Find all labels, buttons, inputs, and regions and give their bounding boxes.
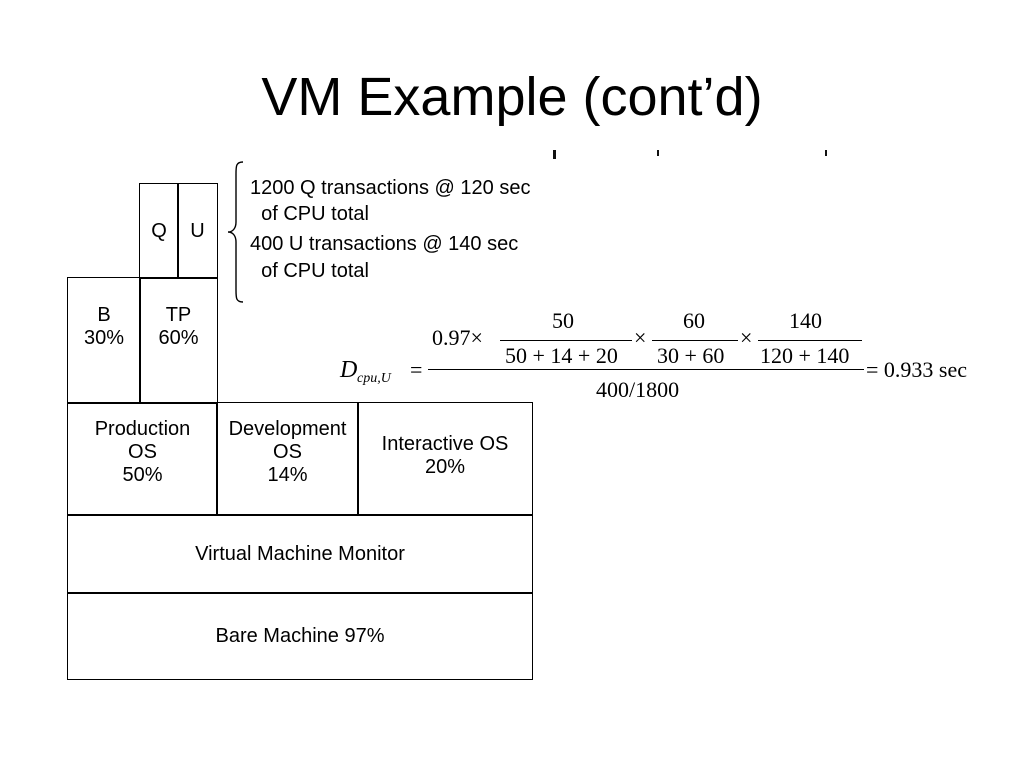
clipped-text-fragment xyxy=(657,150,659,156)
formula-equals: = xyxy=(410,357,423,382)
formula-times-1: × xyxy=(634,325,647,350)
annotation-u-line: 400 U transactions @ 140 sec xyxy=(250,233,519,255)
clipped-text-fragment xyxy=(825,150,827,156)
fraction1-denominator: 50 + 14 + 20 xyxy=(505,343,618,368)
formula-coefficient: 0.97× xyxy=(432,325,483,350)
fraction3-bar xyxy=(758,340,862,341)
fraction2-denominator: 30 + 60 xyxy=(657,343,725,368)
vmm-label: Virtual Machine Monitor xyxy=(195,542,405,565)
development-os-box: Development OS 14% xyxy=(216,402,359,516)
production-label: Production xyxy=(94,418,191,440)
annotation-u-cpu: of CPU total xyxy=(250,260,369,282)
tp-label: TP xyxy=(165,304,192,326)
fraction3-denominator: 120 + 140 xyxy=(760,343,850,368)
production-percent: 50% xyxy=(122,464,163,486)
production-os-label: OS xyxy=(128,441,157,463)
development-percent: 14% xyxy=(267,464,308,486)
main-denominator: 400/1800 xyxy=(596,377,680,402)
interactive-os-box: Interactive OS 20% xyxy=(357,402,533,516)
fraction1-bar xyxy=(500,340,632,341)
fraction2-bar xyxy=(652,340,738,341)
formula-subscript: cpu,U xyxy=(357,371,391,386)
clipped-text-fragment xyxy=(553,150,556,159)
b-box: B 30% xyxy=(67,277,141,404)
tp-box: TP 60% xyxy=(139,277,218,404)
curly-brace-icon xyxy=(227,161,244,303)
q-box: Q xyxy=(139,183,179,279)
slide-title: VM Example (cont’d) xyxy=(261,67,763,127)
fraction3-numerator: 140 xyxy=(789,308,822,333)
development-label: Development xyxy=(228,418,347,440)
vmm-box: Virtual Machine Monitor xyxy=(67,514,533,594)
interactive-percent: 20% xyxy=(424,456,466,478)
b-percent: 30% xyxy=(83,327,125,349)
fraction1-numerator: 50 xyxy=(552,308,574,333)
bare-machine-label: Bare Machine 97% xyxy=(215,624,385,647)
fraction2-numerator: 60 xyxy=(683,308,705,333)
formula-d: D xyxy=(340,357,358,383)
tp-percent: 60% xyxy=(158,327,199,349)
q-label: Q xyxy=(151,219,167,242)
u-box: U xyxy=(177,183,218,279)
formula-times-2: × xyxy=(740,325,753,350)
cpu-demand-formula: D cpu,U = 0.97× 50 50 + 14 + 20 × 60 30 … xyxy=(340,305,1000,405)
main-fraction-bar xyxy=(428,369,864,370)
interactive-label: Interactive OS xyxy=(381,433,509,455)
annotation-q-cpu: of CPU total xyxy=(250,203,369,225)
u-label: U xyxy=(190,219,205,242)
b-label: B xyxy=(97,304,111,326)
bare-machine-box: Bare Machine 97% xyxy=(67,592,533,680)
formula-result: = 0.933 sec xyxy=(866,357,967,382)
development-os-label: OS xyxy=(273,441,302,463)
annotation-q-line: 1200 Q transactions @ 120 sec xyxy=(250,177,531,199)
production-os-box: Production OS 50% xyxy=(67,402,218,516)
